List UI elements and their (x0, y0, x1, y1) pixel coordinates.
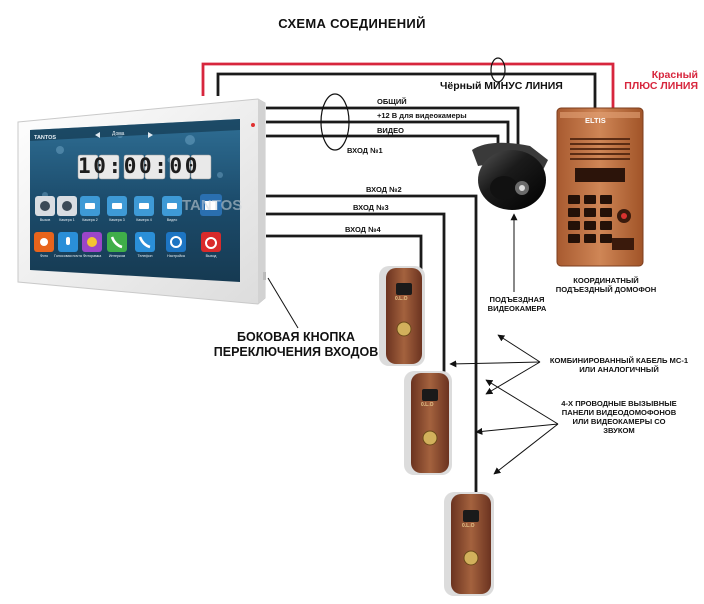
dome-camera (472, 142, 548, 210)
clapper-icon (205, 201, 217, 210)
clock-boxes (77, 154, 212, 180)
power-icon (205, 237, 217, 249)
monitor-edge (258, 99, 265, 304)
top-tile-label: Вызов (39, 218, 51, 222)
speaker-grille (570, 138, 630, 160)
monitor-brand: TANTOS (34, 135, 57, 141)
monitor-watermark: TANTOS (182, 197, 243, 214)
red-plus-label: Красный ПЛЮС ЛИНИЯ (600, 70, 698, 92)
note-arrows (449, 334, 559, 475)
input4-label: ВХОД №4 (345, 225, 381, 234)
minus-bundle-ellipse (490, 57, 506, 83)
call-panel-2-badge: 0.L.O (421, 402, 434, 408)
video-wire-label: ВИДЕО (377, 126, 404, 135)
side-button-pointer (267, 277, 299, 329)
camera-icon (85, 203, 95, 209)
photo-icon (40, 238, 48, 246)
power-wire-label: +12 В для видеокамеры (377, 111, 467, 120)
panels-note: 4-Х ПРОВОДНЫЕ ВЫЗЫВНЫЕ ПАНЕЛИ ВИДЕОДОМОФ… (561, 399, 677, 435)
input4-wire (266, 234, 423, 270)
red-plus-label-line1: Красный (651, 69, 698, 81)
call-panel-2 (404, 371, 452, 475)
intercom-keypad (568, 195, 612, 243)
black-minus-label: Чёрный МИНУС ЛИНИЯ (440, 80, 563, 92)
input2-label: ВХОД №2 (366, 185, 402, 194)
top-tile-label: Видео (166, 218, 178, 222)
speaker-icon (40, 201, 50, 211)
top-tile-label: Камера 1 (59, 218, 75, 222)
phone-icon (138, 236, 151, 249)
bottom-tile-label: Настройка (167, 254, 185, 258)
bottom-tile-label: Голосовая почта (54, 254, 82, 258)
side-button-label: БОКОВАЯ КНОПКА ПЕРЕКЛЮЧЕНИЯ ВХОДОВ (213, 330, 379, 359)
intercom-display (575, 168, 625, 182)
bottom-tile-label: Выход (205, 254, 217, 258)
dome-camera-label: ПОДЪЕЗДНАЯ ВИДЕОКАМЕРА (487, 295, 547, 313)
bottom-tile-label: Интерком (108, 254, 126, 258)
diagram-title: СХЕМА СОЕДИНЕНИЙ (278, 16, 426, 31)
screen-next-arrow-icon (148, 132, 153, 138)
screen-header-strip (30, 119, 240, 141)
wires (201, 62, 615, 502)
bottom-row-tiles (34, 232, 221, 252)
screen-header-title: Дома (112, 131, 125, 137)
top-row-tiles (35, 194, 222, 216)
intercom-brand: ELTIS (585, 116, 606, 125)
speaker-icon (62, 201, 72, 211)
monitor-side-button (263, 272, 266, 280)
common-wire (266, 106, 520, 146)
top-tile-label: Камера 4 (136, 218, 152, 222)
phone-icon (110, 236, 123, 249)
camera-icon (167, 203, 177, 209)
screen-clock: 10:00:00 (78, 154, 200, 178)
intercom-label: КООРДИНАТНЫЙ ПОДЪЕЗДНЫЙ ДОМОФОН (555, 276, 657, 294)
mic-icon (66, 237, 70, 245)
cable-note: КОМБИНИРОВАННЫЙ КАБЕЛЬ МС-1 ИЛИ АНАЛОГИЧ… (549, 356, 689, 374)
input2-wire (266, 194, 478, 502)
top-tile-label: Камера 2 (82, 218, 98, 222)
monitor-led (251, 123, 255, 127)
call-panel-1-badge: 0.L.O (395, 296, 408, 302)
camera-icon (112, 203, 122, 209)
call-panel-3-badge: 0.L.O (462, 523, 475, 529)
common-wire-label: ОБЩИЙ (377, 97, 407, 106)
top-tile-label: Камера 3 (109, 218, 125, 222)
input1-label: ВХОД №1 (347, 146, 383, 155)
bottom-tile-label: Телефон (137, 254, 153, 258)
call-panel-3 (444, 492, 494, 596)
eltis-intercom (556, 107, 644, 267)
screen-prev-arrow-icon (95, 132, 100, 138)
monitor (17, 98, 266, 305)
red-plus-wire (201, 62, 615, 108)
black-minus-wire (216, 72, 597, 108)
gear-icon (170, 236, 182, 248)
call-panel-1 (379, 266, 425, 366)
bottom-tile-label: Фоторамка (82, 254, 102, 258)
input3-label: ВХОД №3 (353, 203, 389, 212)
input3-wire (266, 212, 446, 376)
red-plus-label-line2: ПЛЮС ЛИНИЯ (624, 80, 698, 92)
bottom-tile-label: Фото (39, 254, 49, 258)
pinwheel-icon (87, 237, 97, 247)
power-wire (266, 120, 510, 148)
camera-icon (139, 203, 149, 209)
input1-bundle-ellipse (320, 93, 350, 151)
